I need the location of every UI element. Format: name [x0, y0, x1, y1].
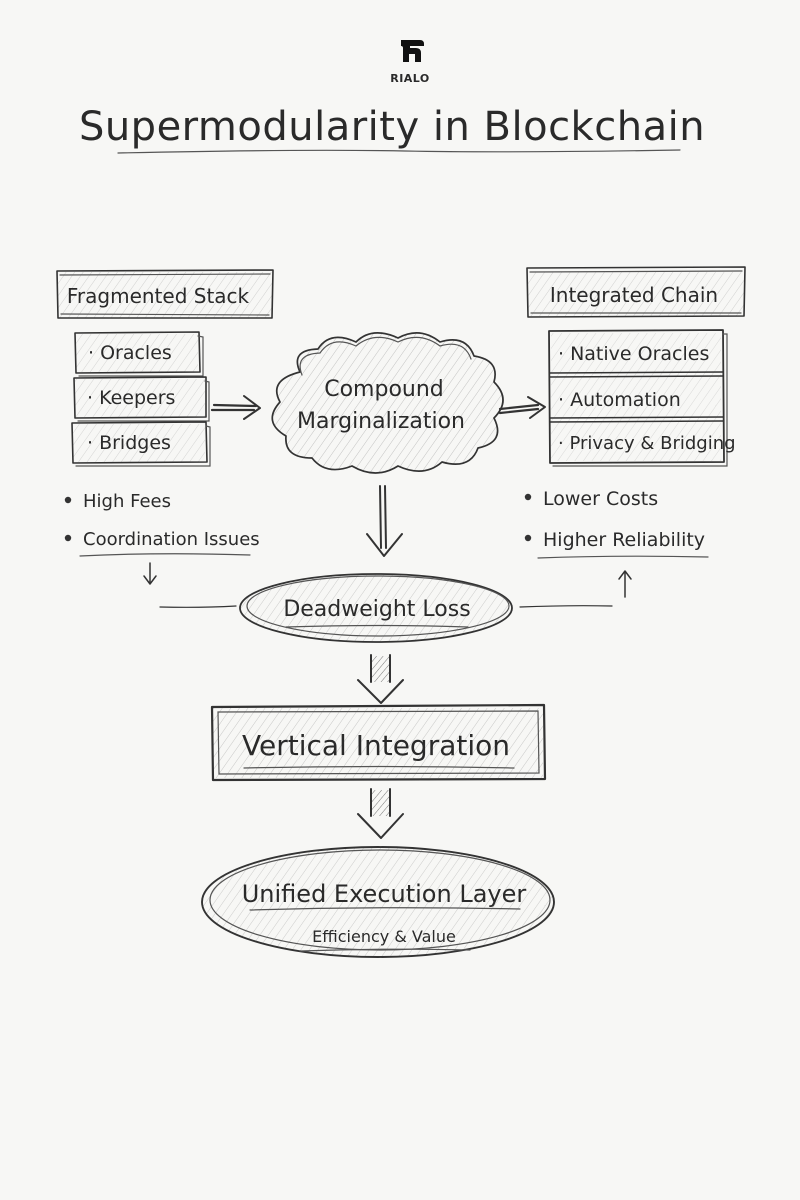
unified-subtitle-text: Efficiency & Value [312, 927, 456, 946]
arrow-cloud-to-right [498, 396, 546, 419]
page-title: Supermodularity in Blockchain [79, 104, 705, 150]
right-panel-header: Integrated Chain [526, 266, 746, 318]
list-item: · Oracles [74, 331, 204, 377]
cloud-line1: Compound [324, 377, 444, 402]
right-item-automation: · Automation [558, 389, 681, 411]
deadweight-loss-node: Deadweight Loss [159, 573, 613, 643]
bullet-dot [64, 534, 72, 542]
right-item-native-oracles: · Native Oracles [558, 343, 709, 365]
right-item-privacy-bridging: · Privacy & Bridging [558, 433, 736, 454]
deadweight-loss-text: Deadweight Loss [283, 597, 470, 622]
unified-execution-node: Unified Execution Layer Efficiency & Val… [201, 846, 555, 958]
logo-text: RIALO [390, 72, 430, 85]
left-item-keepers: · Keepers [87, 387, 175, 409]
arrow-deadweight-to-vertical [357, 654, 404, 704]
arrow-cloud-to-deadweight [366, 485, 403, 557]
bullet-dot [64, 496, 72, 504]
rialo-logo: RIALO [390, 40, 430, 85]
left-item-bridges: · Bridges [87, 432, 171, 454]
right-panel-header-text: Integrated Chain [550, 283, 718, 307]
bullet-dot [524, 493, 532, 501]
left-panel-header: Fragmented Stack [56, 269, 274, 319]
right-bullet-lower-costs: Lower Costs [543, 488, 658, 510]
left-panel: Fragmented Stack · Oracles · Keepers · B… [56, 269, 274, 585]
right-panel: Integrated Chain · Native Oracles · Auto… [524, 266, 746, 598]
page-title-group: Supermodularity in Blockchain [79, 104, 705, 154]
unified-title-text: Unified Execution Layer [242, 880, 527, 908]
rialo-logo-icon [401, 40, 424, 62]
left-bullet-high-fees: High Fees [83, 491, 171, 512]
cloud-line2: Marginalization [297, 409, 465, 434]
compound-marginalization-cloud: Compound Marginalization [271, 332, 504, 474]
right-small-arrow [618, 570, 632, 598]
left-bullet-coordination: Coordination Issues [83, 529, 260, 550]
left-item-oracles: · Oracles [88, 342, 172, 364]
arrow-left-to-cloud [210, 395, 261, 420]
right-stack: · Native Oracles · Automation · Privacy … [548, 329, 736, 467]
left-bullet-list: High Fees Coordination Issues [64, 491, 260, 557]
right-bullet-higher-reliability: Higher Reliability [543, 529, 705, 551]
right-bullet-list: Lower Costs Higher Reliability [524, 488, 709, 559]
vertical-integration-text: Vertical Integration [242, 729, 510, 762]
vertical-integration-node: Vertical Integration [210, 703, 547, 782]
list-item: · Bridges [71, 421, 211, 467]
left-small-arrow [143, 562, 157, 585]
arrow-vertical-to-unified [357, 788, 404, 839]
list-item: · Keepers [73, 376, 210, 422]
bullet-dot [524, 534, 532, 542]
left-panel-header-text: Fragmented Stack [67, 284, 250, 308]
